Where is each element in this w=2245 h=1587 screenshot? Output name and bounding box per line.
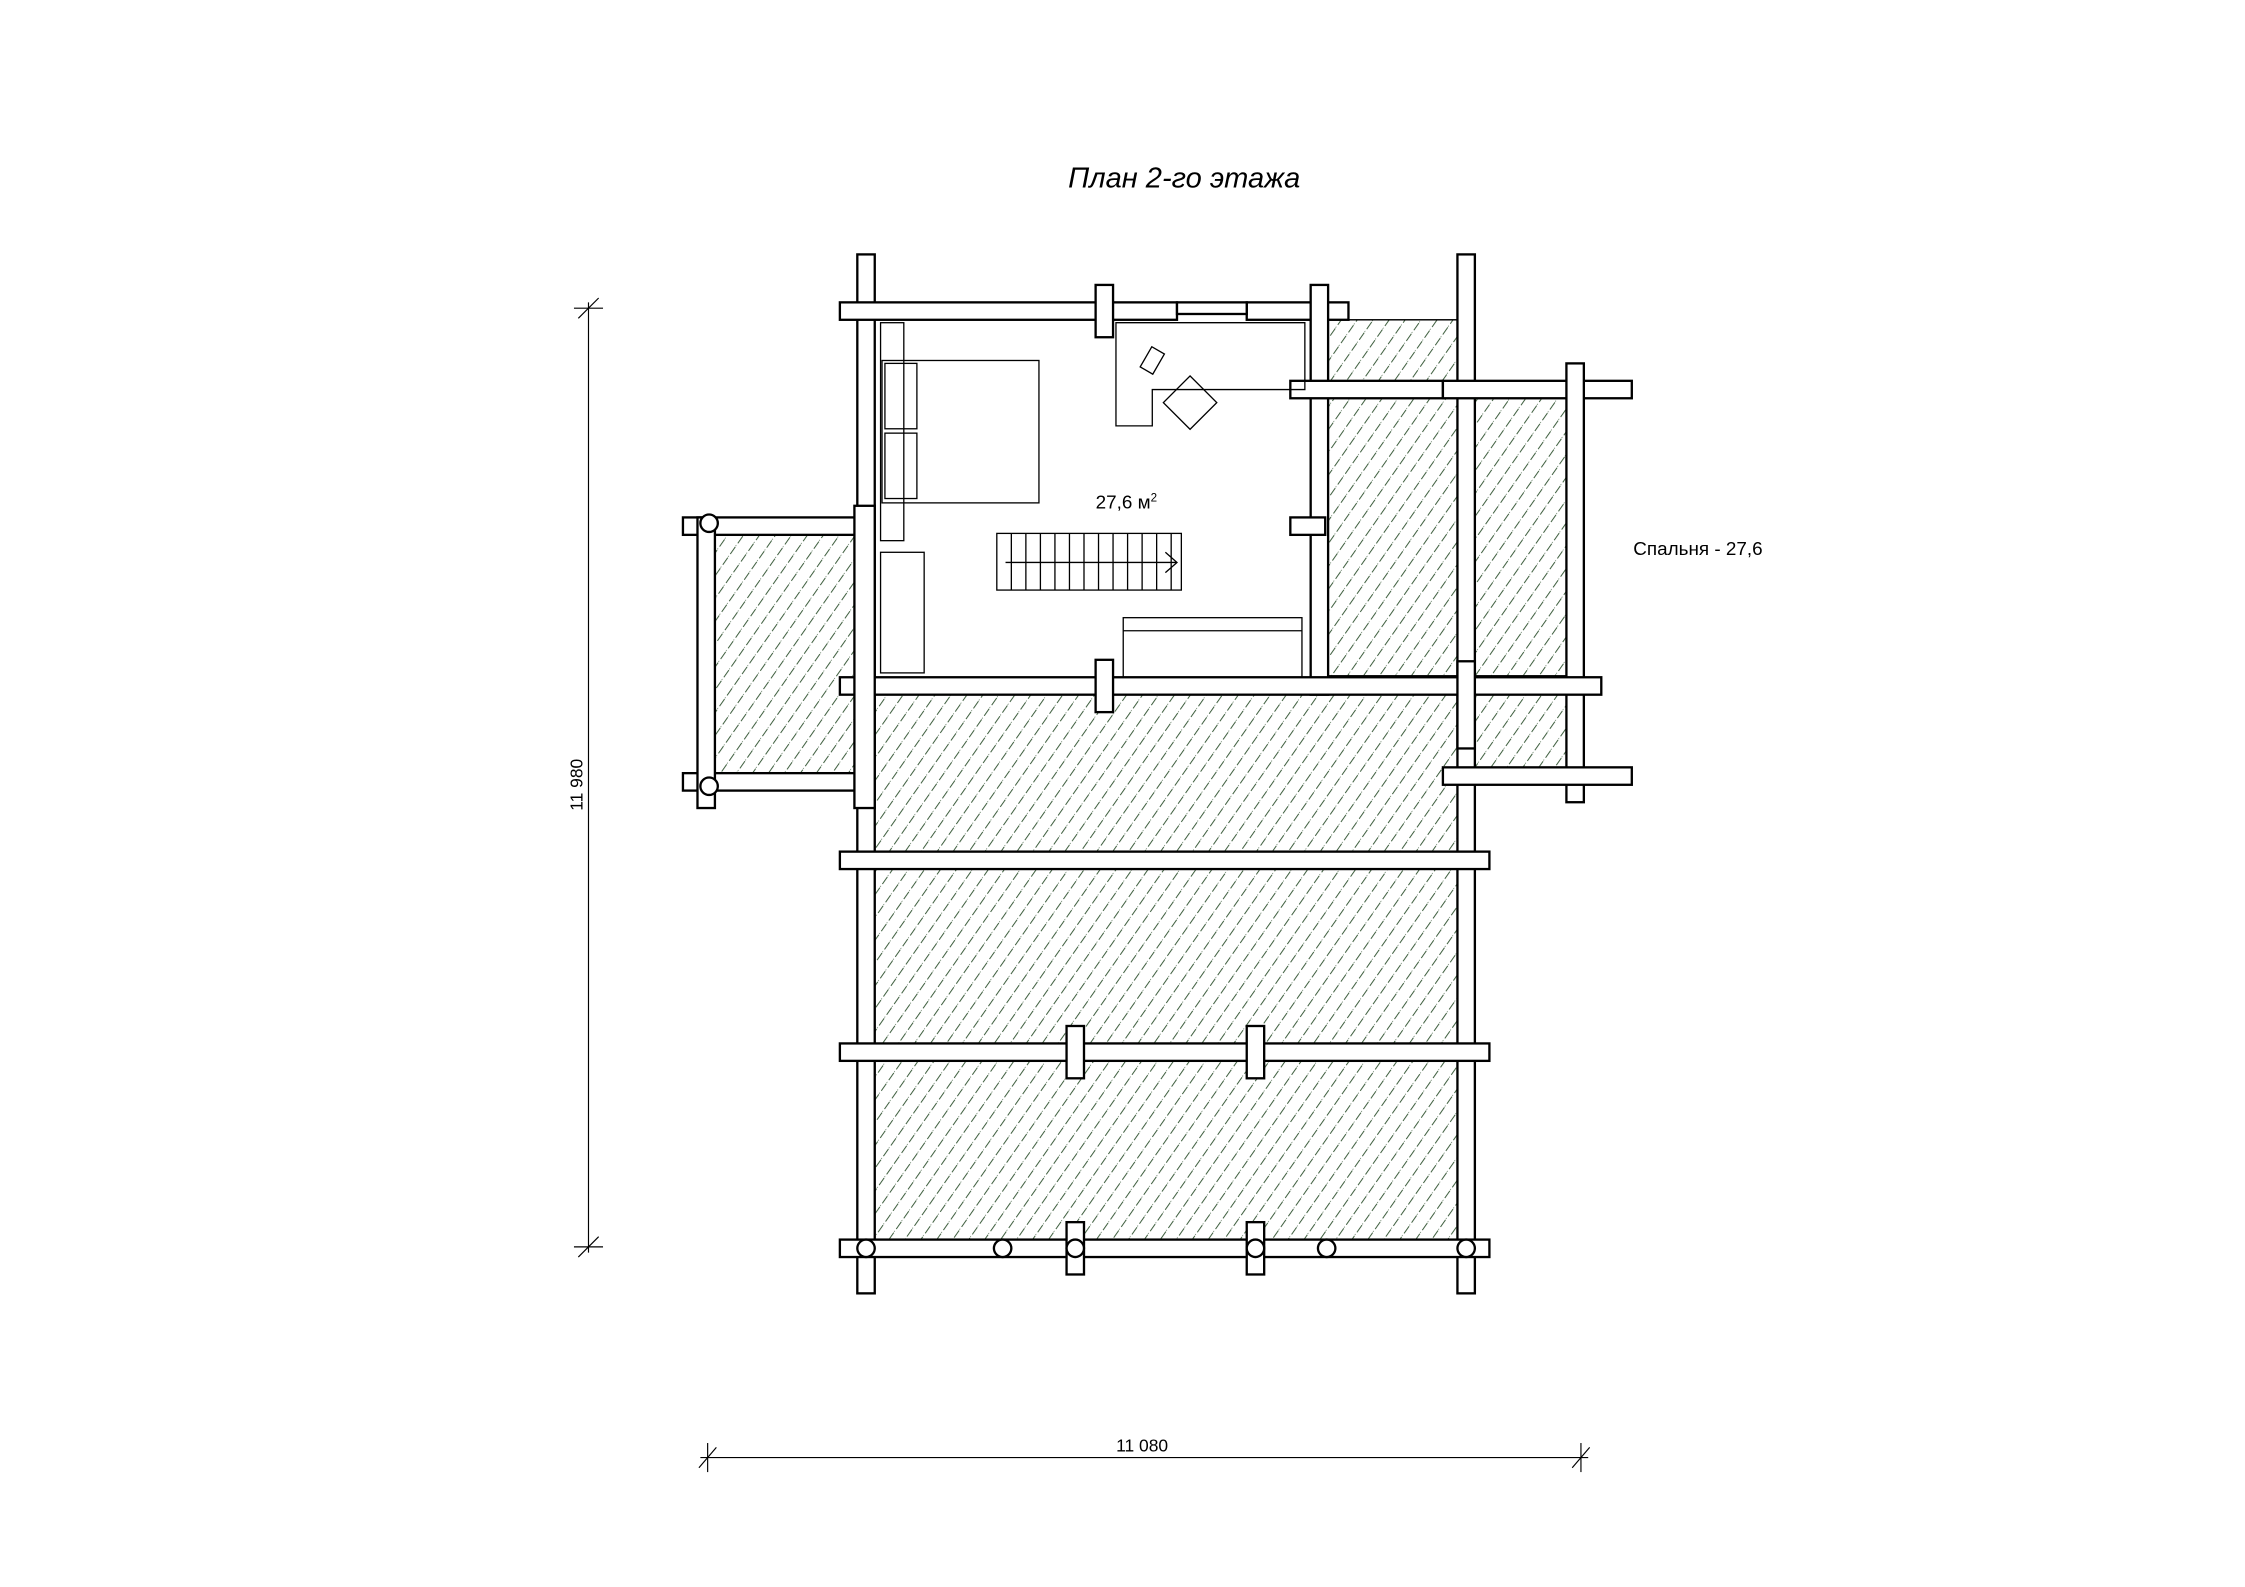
dimension-vertical-label: 11 980 [567, 758, 587, 810]
void-bottom [874, 1060, 1459, 1241]
plan-title: План 2-го этажа [1068, 163, 1300, 195]
bed [881, 359, 1040, 504]
window [1175, 301, 1248, 316]
desk [1115, 322, 1306, 427]
dimension-vertical: 11 980 [567, 297, 604, 1258]
void-left-porch [714, 534, 859, 774]
void-right [1324, 396, 1568, 677]
dimension-horizontal-label: 11 080 [1116, 1436, 1168, 1456]
sofa [879, 551, 925, 674]
void-right-small [1474, 693, 1568, 769]
walls [681, 253, 1633, 1295]
chair [1162, 374, 1218, 431]
room-area-label: 27,6 м2 [1096, 491, 1157, 513]
room-legend-label: Спальня - 27,6 [1633, 539, 1762, 560]
furniture [879, 322, 1306, 678]
stairs [996, 532, 1183, 591]
dimension-horizontal: 11 080 [698, 1436, 1591, 1473]
wardrobe [879, 322, 905, 542]
dresser [1122, 617, 1303, 678]
void-top-right-small [1324, 319, 1459, 382]
